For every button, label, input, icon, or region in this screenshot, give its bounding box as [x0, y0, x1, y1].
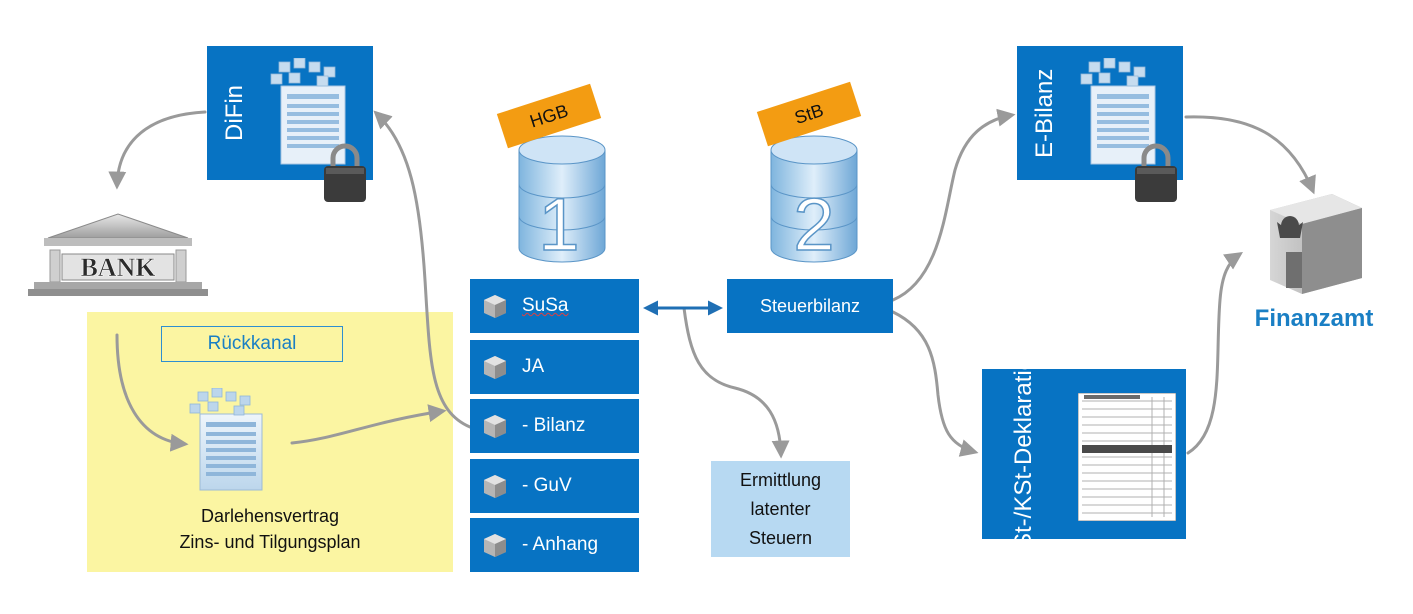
database-icon: 1 — [518, 135, 606, 267]
ebilanz-label: E-Bilanz — [1031, 68, 1058, 158]
est-kst-line-1: ESt-/KSt- — [1010, 464, 1037, 565]
ja-button[interactable]: JA — [470, 340, 639, 394]
arrow-ebilanz-to-finanzamt — [1184, 115, 1316, 195]
tax-form-icon — [1078, 393, 1176, 521]
database-number-1: 1 — [538, 183, 579, 266]
finanzamt-building-icon — [1270, 194, 1362, 294]
est-kst-label: ESt-/KSt- Deklaration — [982, 343, 1066, 564]
padlock-icon — [324, 143, 366, 202]
padlock-icon — [1135, 143, 1177, 202]
guv-label: - GuV — [522, 475, 572, 496]
document-line-1: Darlehensvertrag — [200, 506, 340, 526]
est-kst-tile[interactable]: ESt-/KSt- Deklaration — [982, 343, 1186, 565]
latente-line-3: Steuern — [748, 527, 813, 548]
bilanz-label: - Bilanz — [522, 415, 586, 436]
finanzamt-label: Finanzamt — [1254, 305, 1374, 332]
arrow-difin-to-bank — [108, 110, 207, 190]
difin-label: DiFin — [221, 85, 248, 142]
arrow-to-latente-steuern — [682, 306, 790, 459]
bank-icon: BANK — [28, 213, 208, 296]
susa-button[interactable]: SuSa — [470, 279, 639, 333]
document-line-2: Zins- und Tilgungsplan — [179, 532, 361, 552]
arrow-bilanz-to-difin — [373, 110, 472, 429]
latente-line-2: latenter — [750, 498, 811, 519]
ebilanz-tile[interactable]: E-Bilanz — [1017, 46, 1183, 180]
cube-icon — [484, 356, 506, 379]
anhang-button[interactable]: - Anhang — [470, 518, 639, 572]
arrow-steuerbilanz-to-ebilanz — [891, 108, 1016, 302]
arrow-document-to-bilanz — [290, 404, 447, 445]
susa-label: SuSa — [522, 295, 569, 316]
darlehensvertrag-label: Darlehensvertrag Zins- und Tilgungsplan — [100, 503, 440, 555]
cube-icon — [484, 534, 506, 557]
arrow-est-to-finanzamt — [1186, 252, 1243, 455]
anhang-label: - Anhang — [522, 534, 599, 555]
est-kst-line-2: Deklaration — [1010, 343, 1037, 465]
spreadsheet-icon — [189, 388, 263, 491]
bank-label: BANK — [80, 253, 156, 282]
latente-line-1: Ermittlung — [739, 469, 822, 490]
database-number-2: 2 — [793, 183, 834, 266]
bilanz-button[interactable]: - Bilanz — [470, 399, 639, 453]
cube-icon — [484, 475, 506, 498]
guv-button[interactable]: - GuV — [470, 459, 639, 513]
cube-icon — [484, 415, 506, 438]
database-icon: 2 — [770, 135, 858, 267]
steuerbilanz-button[interactable]: Steuerbilanz — [727, 279, 893, 333]
latente-steuern-box[interactable]: Ermittlung latenter Steuern — [711, 461, 850, 557]
cube-icon — [484, 295, 506, 318]
ja-label: JA — [522, 356, 545, 377]
arrow-steuerbilanz-to-est — [891, 310, 979, 457]
rueckkanal-label: Rückkanal — [161, 326, 343, 362]
arrow-bank-to-document — [115, 333, 189, 452]
